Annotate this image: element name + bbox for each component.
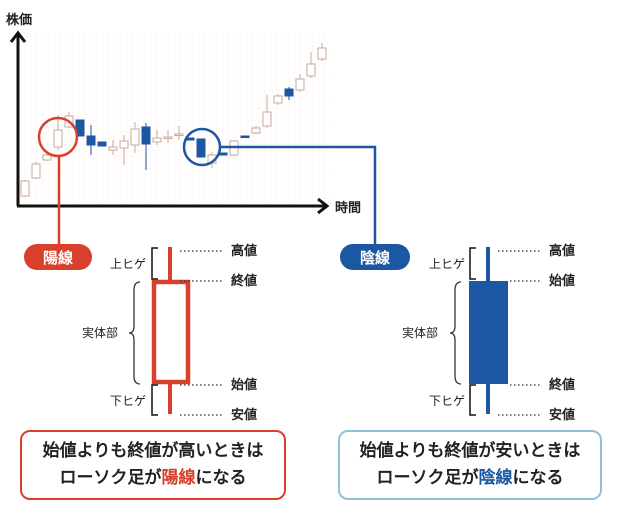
candle-yin-body [86,135,96,146]
yin-box-line1: 始値よりも終値が安いときは [359,441,581,461]
candle-yang-body [251,127,261,134]
candles [20,43,327,197]
yang-real-body-label: 実体部 [82,325,118,340]
yin-box-emphasis: 陰線 [478,468,513,488]
candle-yin-body [240,135,250,138]
candle-yang-body [163,136,173,139]
yang-close-label: 終値 [231,273,257,289]
yin-lower-shadow-label: 下ヒゲ [429,394,465,408]
yang-box-line2-pre: ローソク足が [59,468,162,488]
yang-box-line1: 始値よりも終値が高いときは [42,441,264,461]
yin-real-body-label: 実体部 [402,325,438,340]
candle-yang-body [317,47,327,60]
candle-yang-body [108,146,118,151]
candle-yang-body [53,129,63,148]
yin-upper-shadow-label: 上ヒゲ [429,257,465,271]
yin-high-label: 高値 [549,243,575,259]
candle-yin-body [141,126,151,145]
yang-lower-shadow-label: 下ヒゲ [110,394,146,408]
x-axis-label: 時間 [335,200,361,216]
yang-box-line2-post: になる [195,468,247,488]
yin-candle-anatomy [449,247,542,416]
chart-axes [9,30,330,215]
candle-yang-body [130,128,140,146]
yang-high-label: 高値 [231,243,257,259]
yang-open-label: 始値 [231,377,257,393]
yin-explanation-box: 始値よりも終値が安いときは ローソク足が陰線になる [338,430,602,500]
candle-yin-body [218,152,228,156]
candle-yang-body [152,137,162,143]
candle-yang-body [20,180,30,197]
yin-box-line2: ローソク足が陰線になる [377,465,564,492]
yang-candle-anatomy [128,247,224,416]
candle-yang-body [273,95,283,104]
candle-yang-body [31,163,41,179]
y-axis-label: 株価 [6,12,32,28]
yang-pill [24,244,92,270]
yang-box-emphasis: 陽線 [161,468,196,488]
yang-box-line2: ローソク足が陽線になる [60,465,247,492]
yin-close-label: 終値 [549,377,575,393]
candle-yin-body [196,138,206,158]
candle-yang-body [306,63,316,77]
yang-pill-label: 陽線 [43,249,73,267]
candle-yin-body [97,141,107,147]
yang-upper-shadow-label: 上ヒゲ [110,257,146,271]
yin-box-line2-pre: ローソク足が [376,468,479,488]
candle-yin-body [284,88,294,97]
yin-low-label: 安値 [549,407,575,423]
candle-yang-body [262,111,272,127]
candle-yang-body [119,140,129,149]
yin-box-line2-post: になる [512,468,564,488]
yang-low-label: 安値 [231,407,257,423]
yang-explanation-box: 始値よりも終値が高いときは ローソク足が陽線になる [20,430,286,500]
candle-yang-body [42,154,52,161]
yin-connector [220,145,377,244]
yin-open-label: 始値 [549,273,575,289]
yin-pill-label: 陰線 [360,249,390,267]
candle-yang-body [295,78,305,91]
yin-pill [340,244,410,270]
candle-yang-body [174,133,184,136]
